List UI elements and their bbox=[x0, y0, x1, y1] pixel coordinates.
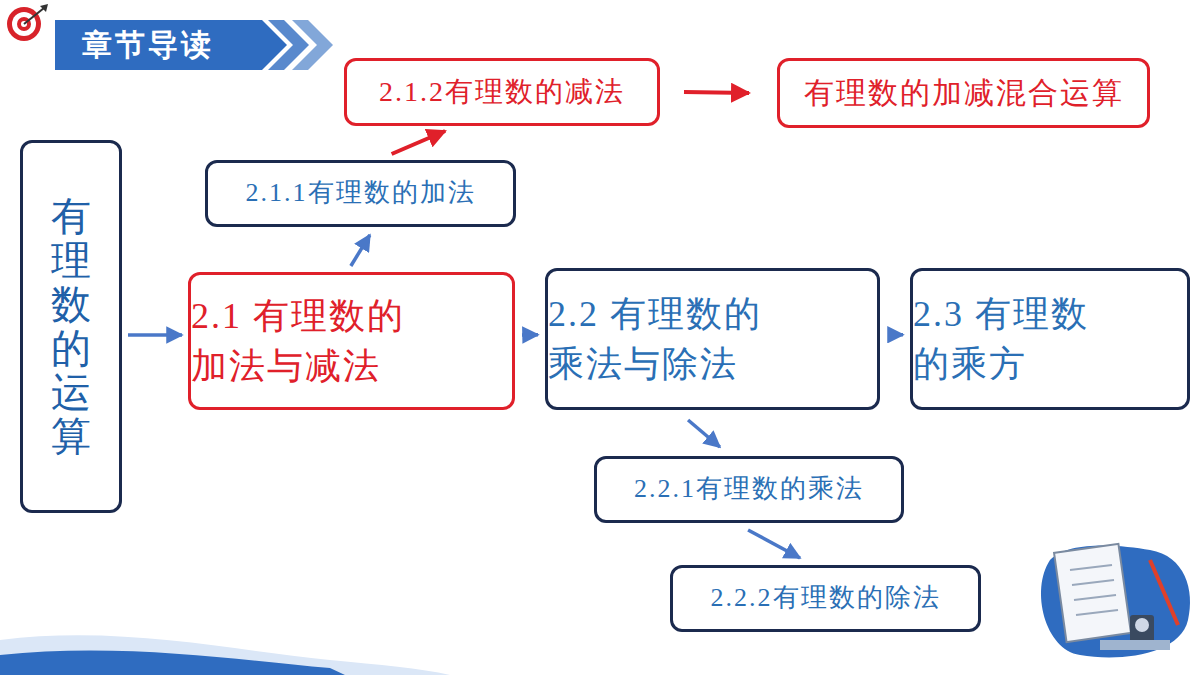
node-label: 有理数的运算 bbox=[51, 195, 91, 459]
section-box: 2.3 有理数 的乘方 bbox=[910, 268, 1190, 410]
arrow-connector bbox=[748, 530, 800, 558]
node-label: 2.3 有理数 的乘方 bbox=[913, 289, 1187, 390]
section-box: 2.1 有理数的 加法与减法 bbox=[188, 272, 515, 410]
node-label: 2.2.2有理数的除法 bbox=[711, 580, 941, 616]
subsection-box: 2.2.2有理数的除法 bbox=[670, 565, 981, 632]
arrow-connector bbox=[128, 333, 182, 337]
arrow-connector bbox=[888, 333, 903, 337]
topic-box: 有理数的加减混合运算 bbox=[777, 58, 1150, 128]
node-label: 2.2 有理数的 乘法与除法 bbox=[548, 289, 877, 390]
arrow-connector bbox=[684, 92, 749, 93]
wave-decoration bbox=[0, 635, 450, 675]
arrow-connector bbox=[522, 333, 538, 337]
node-label: 有理数的加减混合运算 bbox=[804, 72, 1124, 114]
arrow-connector bbox=[688, 420, 720, 447]
banner-chevrons bbox=[240, 20, 333, 70]
arrow-connector bbox=[392, 131, 446, 154]
math-illustration bbox=[1041, 544, 1190, 658]
node-label: 2.1 有理数的 加法与减法 bbox=[191, 291, 512, 392]
title-text: 章节导读 bbox=[82, 25, 214, 66]
node-label: 2.1.2有理数的减法 bbox=[379, 72, 625, 111]
node-label: 2.2.1有理数的乘法 bbox=[634, 471, 864, 507]
section-box: 2.2 有理数的 乘法与除法 bbox=[545, 268, 880, 410]
subsection-box: 2.1.2有理数的减法 bbox=[344, 58, 660, 126]
subsection-box: 2.1.1有理数的加法 bbox=[205, 160, 516, 227]
topic-box: 有理数的运算 bbox=[20, 140, 122, 513]
subsection-box: 2.2.1有理数的乘法 bbox=[594, 456, 904, 523]
arrow-connector bbox=[351, 235, 370, 266]
node-label: 2.1.1有理数的加法 bbox=[246, 175, 476, 211]
title-banner: 章节导读 bbox=[55, 20, 240, 70]
target-icon bbox=[7, 4, 48, 41]
